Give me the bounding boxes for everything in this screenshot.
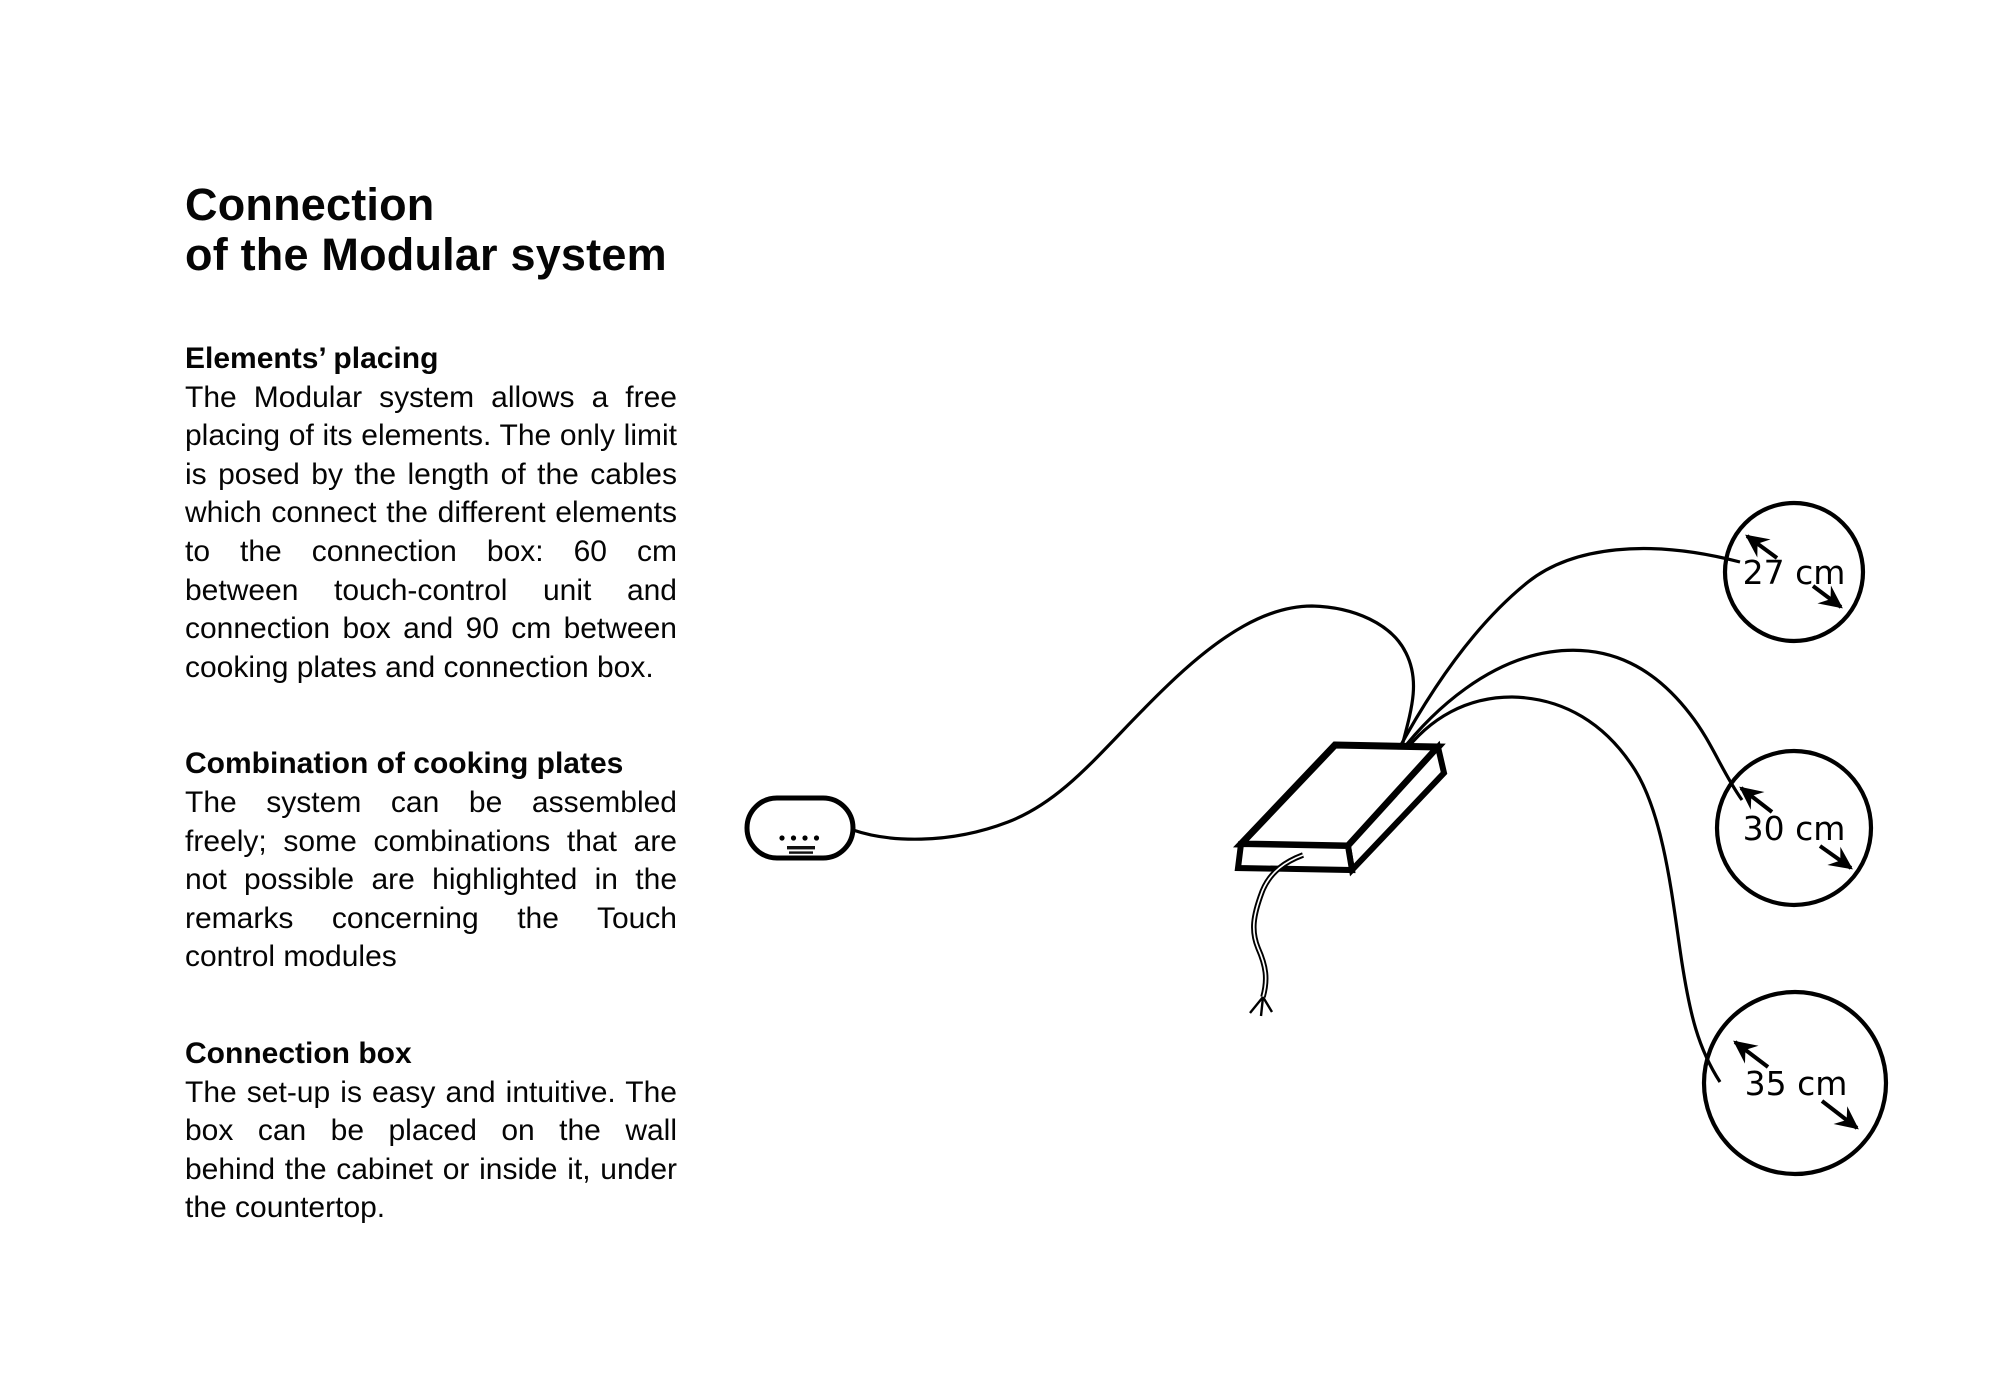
page-title-line-2: of the Modular system [185, 229, 667, 280]
cable-to-30cm [1397, 648, 1744, 801]
section-combination-heading: Combination of cooking plates [185, 747, 624, 781]
power-cord [1249, 852, 1304, 1017]
section-elements-placing: Elements’ placing The Modular system all… [185, 340, 677, 687]
connection-box [1232, 740, 1448, 877]
section-elements-placing-heading: Elements’ placing [185, 342, 439, 375]
diameter-arrow-nw [1739, 786, 1774, 814]
cable-length-label-27cm: 27 cm [1743, 553, 1846, 592]
measurement-circle-27cm: 27 cm [1722, 500, 1866, 644]
page-title: Connection of the Modular system [185, 180, 677, 280]
cable-length-label-35cm: 35 cm [1745, 1064, 1848, 1103]
touch-control-dots [779, 835, 820, 841]
diameter-arrow-se [1820, 1099, 1859, 1130]
measurement-circle-35cm: 35 cm [1701, 989, 1889, 1177]
cable-to-27cm [1394, 546, 1741, 755]
text-column: Connection of the Modular system Element… [185, 180, 677, 1286]
section-connection-box: Connection box The set-up is easy and in… [185, 1035, 677, 1228]
power-cord-frayed-end [1249, 996, 1274, 1017]
measurement-circle-30cm: 30 cm [1714, 748, 1874, 908]
page-title-line-1: Connection [185, 179, 435, 230]
cable-length-label-30cm: 30 cm [1743, 809, 1846, 848]
diameter-arrow-nw [1745, 534, 1779, 560]
section-combination-body: The system can be assembled freely; some… [185, 785, 677, 974]
section-connection-box-heading: Connection box [185, 1036, 412, 1070]
diameter-arrow-nw [1733, 1040, 1770, 1069]
touch-control-unit [744, 795, 856, 861]
touch-control-brand-mark [787, 846, 815, 854]
cable-to-35cm [1400, 695, 1722, 1083]
touch-unit-cable [852, 604, 1416, 841]
section-elements-placing-body: The Modular system allows a free placing… [185, 380, 677, 684]
diameter-arrow-se [1811, 584, 1843, 609]
diameter-arrow-se [1818, 844, 1853, 870]
section-combination-of-cooking-plates: Combination of cooking plates The system… [185, 745, 677, 977]
section-connection-box-body: The set-up is easy and intuitive. The bo… [185, 1075, 677, 1225]
